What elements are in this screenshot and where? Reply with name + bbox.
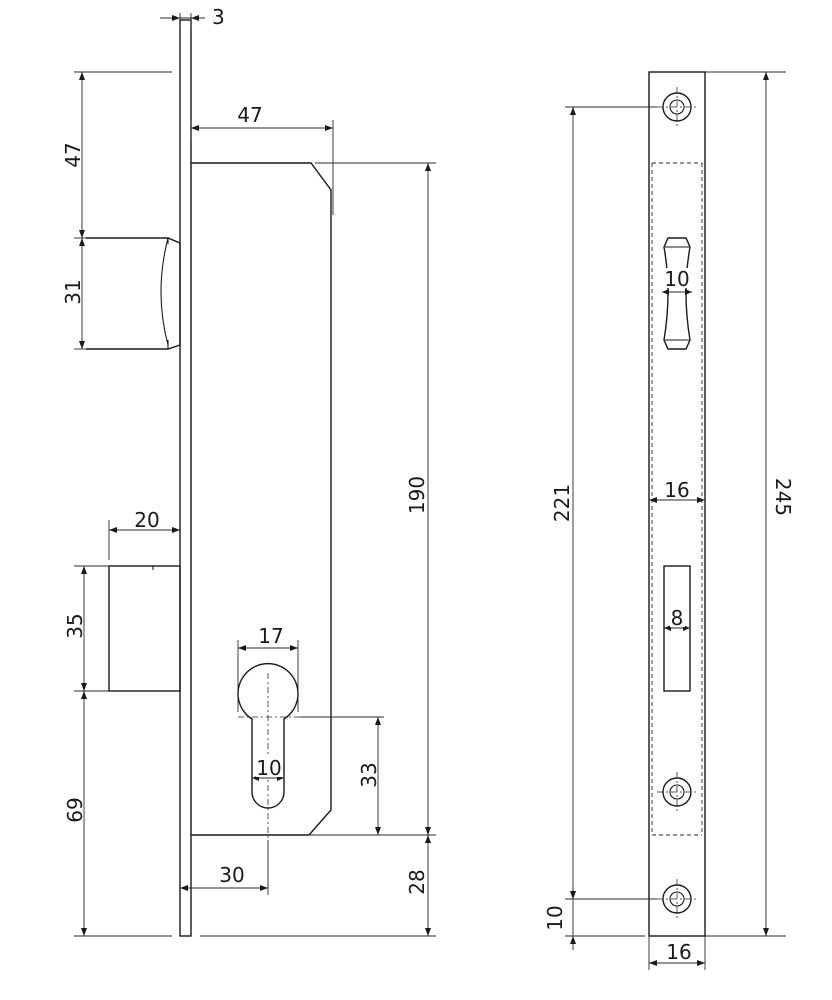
side-view	[86, 19, 332, 937]
screw-hole-middle	[657, 772, 697, 812]
dim-faceplate-length: 245	[771, 478, 795, 516]
dim-inner-width: 16	[664, 478, 689, 502]
deadbolt	[108, 565, 181, 692]
dim-deadbolt-height: 35	[63, 613, 87, 638]
dim-case-depth: 47	[237, 103, 262, 127]
dim-deadbolt-throw: 20	[134, 508, 159, 532]
lock-case-body	[191, 162, 332, 836]
dim-latch-slot-width: 10	[664, 267, 689, 291]
dim-faceplate-thickness: 3	[212, 5, 225, 29]
dim-top-to-latch: 47	[61, 142, 85, 167]
latch-bolt	[86, 237, 181, 350]
front-view-dimensions: 10 16 8 221 10 245	[543, 71, 795, 970]
dim-cylinder-pin: 10	[256, 756, 281, 780]
screw-hole-bottom	[657, 879, 697, 919]
front-view	[648, 71, 706, 937]
dim-cylinder-to-bottom: 33	[357, 762, 381, 787]
dim-screw-to-end: 10	[543, 905, 567, 930]
dim-latch-height: 31	[61, 279, 85, 304]
front-faceplate	[648, 71, 706, 937]
screw-hole-top	[657, 87, 697, 127]
dim-faceplate-width: 16	[666, 940, 691, 964]
dim-bolt-slot-width: 8	[671, 606, 684, 630]
dim-case-height: 190	[405, 476, 429, 514]
side-faceplate	[179, 19, 192, 937]
dim-screw-distance: 221	[550, 484, 574, 522]
dim-backset: 30	[219, 863, 244, 887]
side-view-dimensions: 3 47 47 31 20 35	[61, 5, 436, 937]
dim-bottom-to-deadbolt: 69	[63, 797, 87, 822]
deadbolt-opening	[663, 565, 691, 692]
dim-cylinder-width: 17	[258, 624, 283, 648]
dim-bottom-offset: 28	[405, 869, 429, 894]
